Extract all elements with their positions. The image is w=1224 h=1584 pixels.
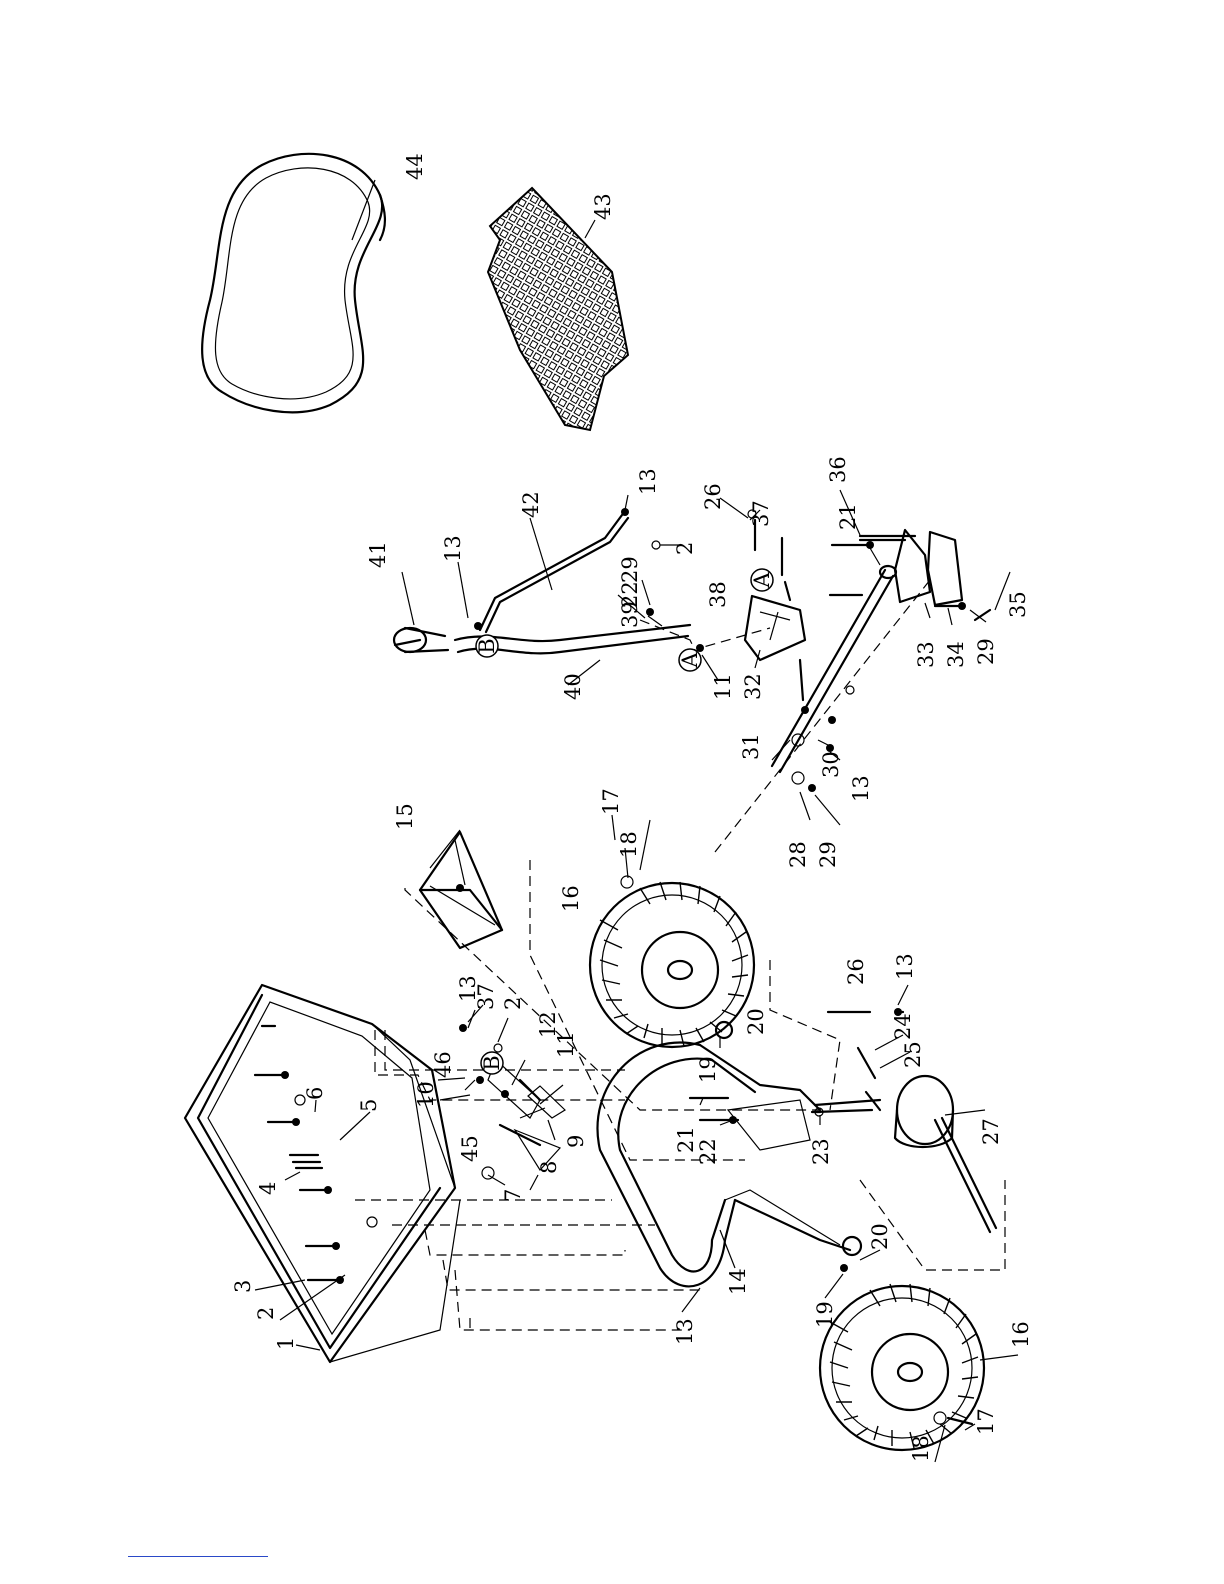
callout-11-upper: 11	[711, 673, 735, 700]
callout-13-frame: 13	[673, 1318, 697, 1345]
wheel-upper	[590, 882, 754, 1047]
gearbox-axle	[815, 1076, 996, 1232]
callout-34: 34	[944, 641, 968, 668]
callout-16-upper: 16	[559, 885, 583, 912]
callout-29-handle: 29	[618, 556, 642, 583]
callout-5: 5	[357, 1099, 381, 1112]
footer-rule	[128, 1556, 268, 1557]
callout-29-tow: 29	[816, 841, 840, 868]
callout-44: 44	[403, 153, 427, 180]
callout-8: 8	[537, 1161, 561, 1174]
marker-a-lower: A	[750, 569, 774, 591]
wheel-lower	[820, 1284, 984, 1450]
seat-cushion	[202, 154, 385, 412]
marker-a-upper-label: A	[678, 652, 702, 669]
callout-13-tow: 13	[849, 775, 873, 802]
callout-17-upper: 17	[599, 788, 623, 815]
callout-19-upper: 19	[696, 1056, 720, 1083]
callout-39: 39	[618, 601, 642, 628]
callout-14: 14	[726, 1268, 750, 1295]
callout-26-tow: 26	[701, 483, 725, 510]
callout-41: 41	[366, 541, 390, 568]
callout-16-lower: 16	[1009, 1321, 1033, 1348]
mesh-foot-plate	[488, 188, 628, 430]
callout-30: 30	[819, 751, 843, 778]
callout-46: 46	[431, 1051, 455, 1078]
callout-13-handle: 13	[441, 535, 465, 562]
callout-21-frame: 21	[674, 1126, 698, 1153]
callout-24: 24	[891, 1013, 915, 1040]
marker-a-upper: A	[678, 649, 702, 671]
leader-lines	[255, 180, 1018, 1462]
callout-40: 40	[561, 673, 585, 700]
callout-6: 6	[303, 1087, 327, 1100]
callout-3: 3	[231, 1280, 255, 1293]
callout-17-lower: 17	[974, 1408, 998, 1435]
callout-18-upper: 18	[617, 831, 641, 858]
callout-1: 1	[274, 1337, 298, 1350]
marker-a-lower-label: A	[750, 572, 774, 589]
callout-18-lower: 18	[909, 1435, 933, 1462]
callout-19-lower: 19	[813, 1301, 837, 1328]
spinner-plate	[420, 832, 502, 948]
hitch-plates	[860, 530, 962, 605]
callout-45: 45	[458, 1135, 482, 1162]
callout-2: 2	[254, 1307, 278, 1320]
hopper-tub	[185, 985, 460, 1362]
callout-27: 27	[979, 1118, 1003, 1145]
callout-37-tow: 37	[749, 500, 773, 527]
callout-15: 15	[393, 803, 417, 830]
callout-12: 12	[536, 1011, 560, 1038]
hardware	[255, 508, 990, 1424]
callout-10: 10	[414, 1081, 438, 1108]
marker-b-upper-label: B	[475, 638, 499, 653]
callout-13-brace: 13	[636, 468, 660, 495]
callout-4: 4	[256, 1182, 280, 1195]
callout-23: 23	[809, 1138, 833, 1165]
callout-26-frame: 26	[844, 958, 868, 985]
brace-rod	[480, 515, 628, 632]
marker-b-lower-label: B	[480, 1055, 504, 1070]
callout-21-tow: 21	[836, 503, 860, 530]
callout-2-hopper: 2	[501, 997, 525, 1010]
callout-20-upper: 20	[744, 1008, 768, 1035]
callout-38: 38	[706, 581, 730, 608]
callout-37-hopper: 37	[474, 983, 498, 1010]
callout-20-lower: 20	[868, 1223, 892, 1250]
marker-b-upper: B	[475, 635, 499, 657]
callout-36: 36	[826, 456, 850, 483]
handle-bar	[394, 625, 690, 653]
callout-9: 9	[564, 1135, 588, 1148]
callout-28: 28	[786, 841, 810, 868]
callout-32: 32	[741, 673, 765, 700]
callout-13-axle: 13	[893, 953, 917, 980]
callout-31: 31	[739, 733, 763, 760]
callout-33: 33	[914, 641, 938, 668]
callout-29-plates: 29	[974, 638, 998, 665]
callout-25: 25	[901, 1041, 925, 1068]
callout-43: 43	[591, 193, 615, 220]
callout-35: 35	[1006, 591, 1030, 618]
part-callouts: 1 2 3 4 5 6 7 8 9 10 11 12 13 37 2 46 45…	[231, 153, 1033, 1462]
callout-7: 7	[501, 1189, 525, 1202]
callout-2-brace: 2	[673, 542, 697, 555]
hitch-bracket	[745, 596, 805, 660]
tow-bar	[772, 566, 896, 772]
callout-42: 42	[519, 491, 543, 518]
marker-b-lower: B	[480, 1052, 504, 1074]
callout-22-frame: 22	[696, 1138, 720, 1165]
